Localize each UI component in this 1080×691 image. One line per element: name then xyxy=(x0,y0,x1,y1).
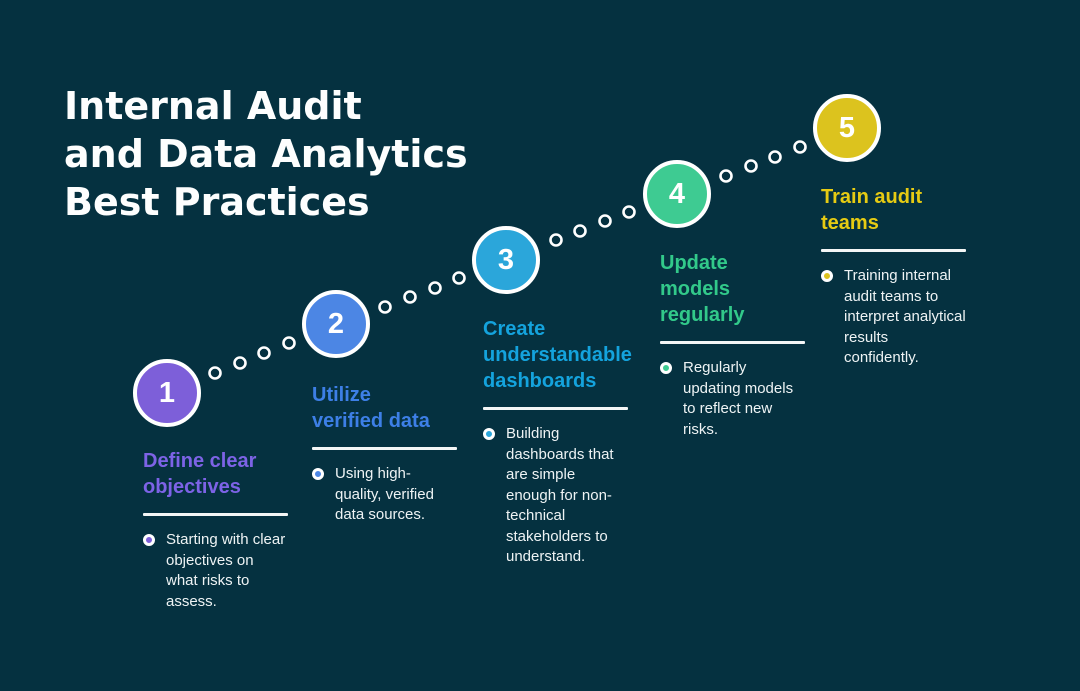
step-3-heading-line: understandable xyxy=(483,344,632,366)
step-4-heading-line: regularly xyxy=(660,304,745,326)
step-1-heading-line: Define clear xyxy=(143,450,257,472)
step-2-circle: 2 xyxy=(302,290,370,358)
step-5-description: Training internal audit teams to interpr… xyxy=(844,267,966,366)
step-5-number: 5 xyxy=(838,111,856,144)
step-3-description: Building dashboards that are simple enou… xyxy=(506,425,614,565)
bullet-dot-icon xyxy=(143,534,155,546)
step-1-content: Define clear objectives Starting with cl… xyxy=(143,448,299,612)
step-4-heading: Update models regularly xyxy=(660,250,816,328)
step-4-content: Update models regularly Regularly updati… xyxy=(660,250,816,440)
step-1-heading-line: objectives xyxy=(143,476,241,498)
step-2-bullet-item: Using high-quality, verified data source… xyxy=(312,464,468,526)
step-3-circle: 3 xyxy=(472,226,540,294)
page-title: Internal Audit and Data Analytics Best P… xyxy=(64,82,468,226)
step-4-description: Regularly updating models to reflect new… xyxy=(683,359,794,438)
step-4-heading-line: models xyxy=(660,278,731,300)
step-4-circle: 4 xyxy=(643,160,711,228)
bullet-dot-icon xyxy=(660,362,672,374)
step-2-heading-line: Utilize xyxy=(312,384,371,406)
step-3-content: Create understandable dashboards Buildin… xyxy=(483,316,639,568)
step-2-heading: Utilize verified data xyxy=(312,382,468,434)
step-4-bullet-item: Regularly updating models to reflect new… xyxy=(660,358,816,440)
step-1-circle: 1 xyxy=(133,359,201,427)
step-2-heading-line: verified data xyxy=(312,410,430,432)
step-2-description: Using high-quality, verified data source… xyxy=(335,465,434,523)
step-3-heading: Create understandable dashboards xyxy=(483,316,639,394)
step-4-divider xyxy=(660,341,805,344)
step-5-circle: 5 xyxy=(813,94,881,162)
step-3-heading-line: Create xyxy=(483,318,546,340)
step-3-number: 3 xyxy=(497,243,515,276)
step-5-divider xyxy=(821,249,966,252)
step-2-divider xyxy=(312,447,457,450)
step-2-content: Utilize verified data Using high-quality… xyxy=(312,382,468,526)
title-line-3: Best Practices xyxy=(64,180,370,224)
step-3-bullet-item: Building dashboards that are simple enou… xyxy=(483,424,639,568)
step-4-heading-line: Update xyxy=(660,252,728,274)
step-4-number: 4 xyxy=(668,177,686,210)
bullet-dot-icon xyxy=(483,428,495,440)
step-5-heading-line: Train audit xyxy=(821,186,923,208)
step-3-divider xyxy=(483,407,628,410)
bullet-dot-icon xyxy=(312,468,324,480)
step-1-description: Starting with clear objectives on what r… xyxy=(166,531,286,610)
step-1-heading: Define clear objectives xyxy=(143,448,299,500)
step-5-heading: Train audit teams xyxy=(821,184,977,236)
step-2-number: 2 xyxy=(327,307,345,340)
title-line-1: Internal Audit xyxy=(64,84,362,128)
step-3-heading-line: dashboards xyxy=(483,370,597,392)
step-1-number: 1 xyxy=(158,376,176,409)
step-5-bullet-item: Training internal audit teams to interpr… xyxy=(821,266,977,369)
step-5-heading-line: teams xyxy=(821,212,879,234)
title-line-2: and Data Analytics xyxy=(64,132,468,176)
step-1-bullet-item: Starting with clear objectives on what r… xyxy=(143,530,299,612)
bullet-dot-icon xyxy=(821,270,833,282)
step-5-content: Train audit teams Training internal audi… xyxy=(821,184,977,369)
step-1-divider xyxy=(143,513,288,516)
